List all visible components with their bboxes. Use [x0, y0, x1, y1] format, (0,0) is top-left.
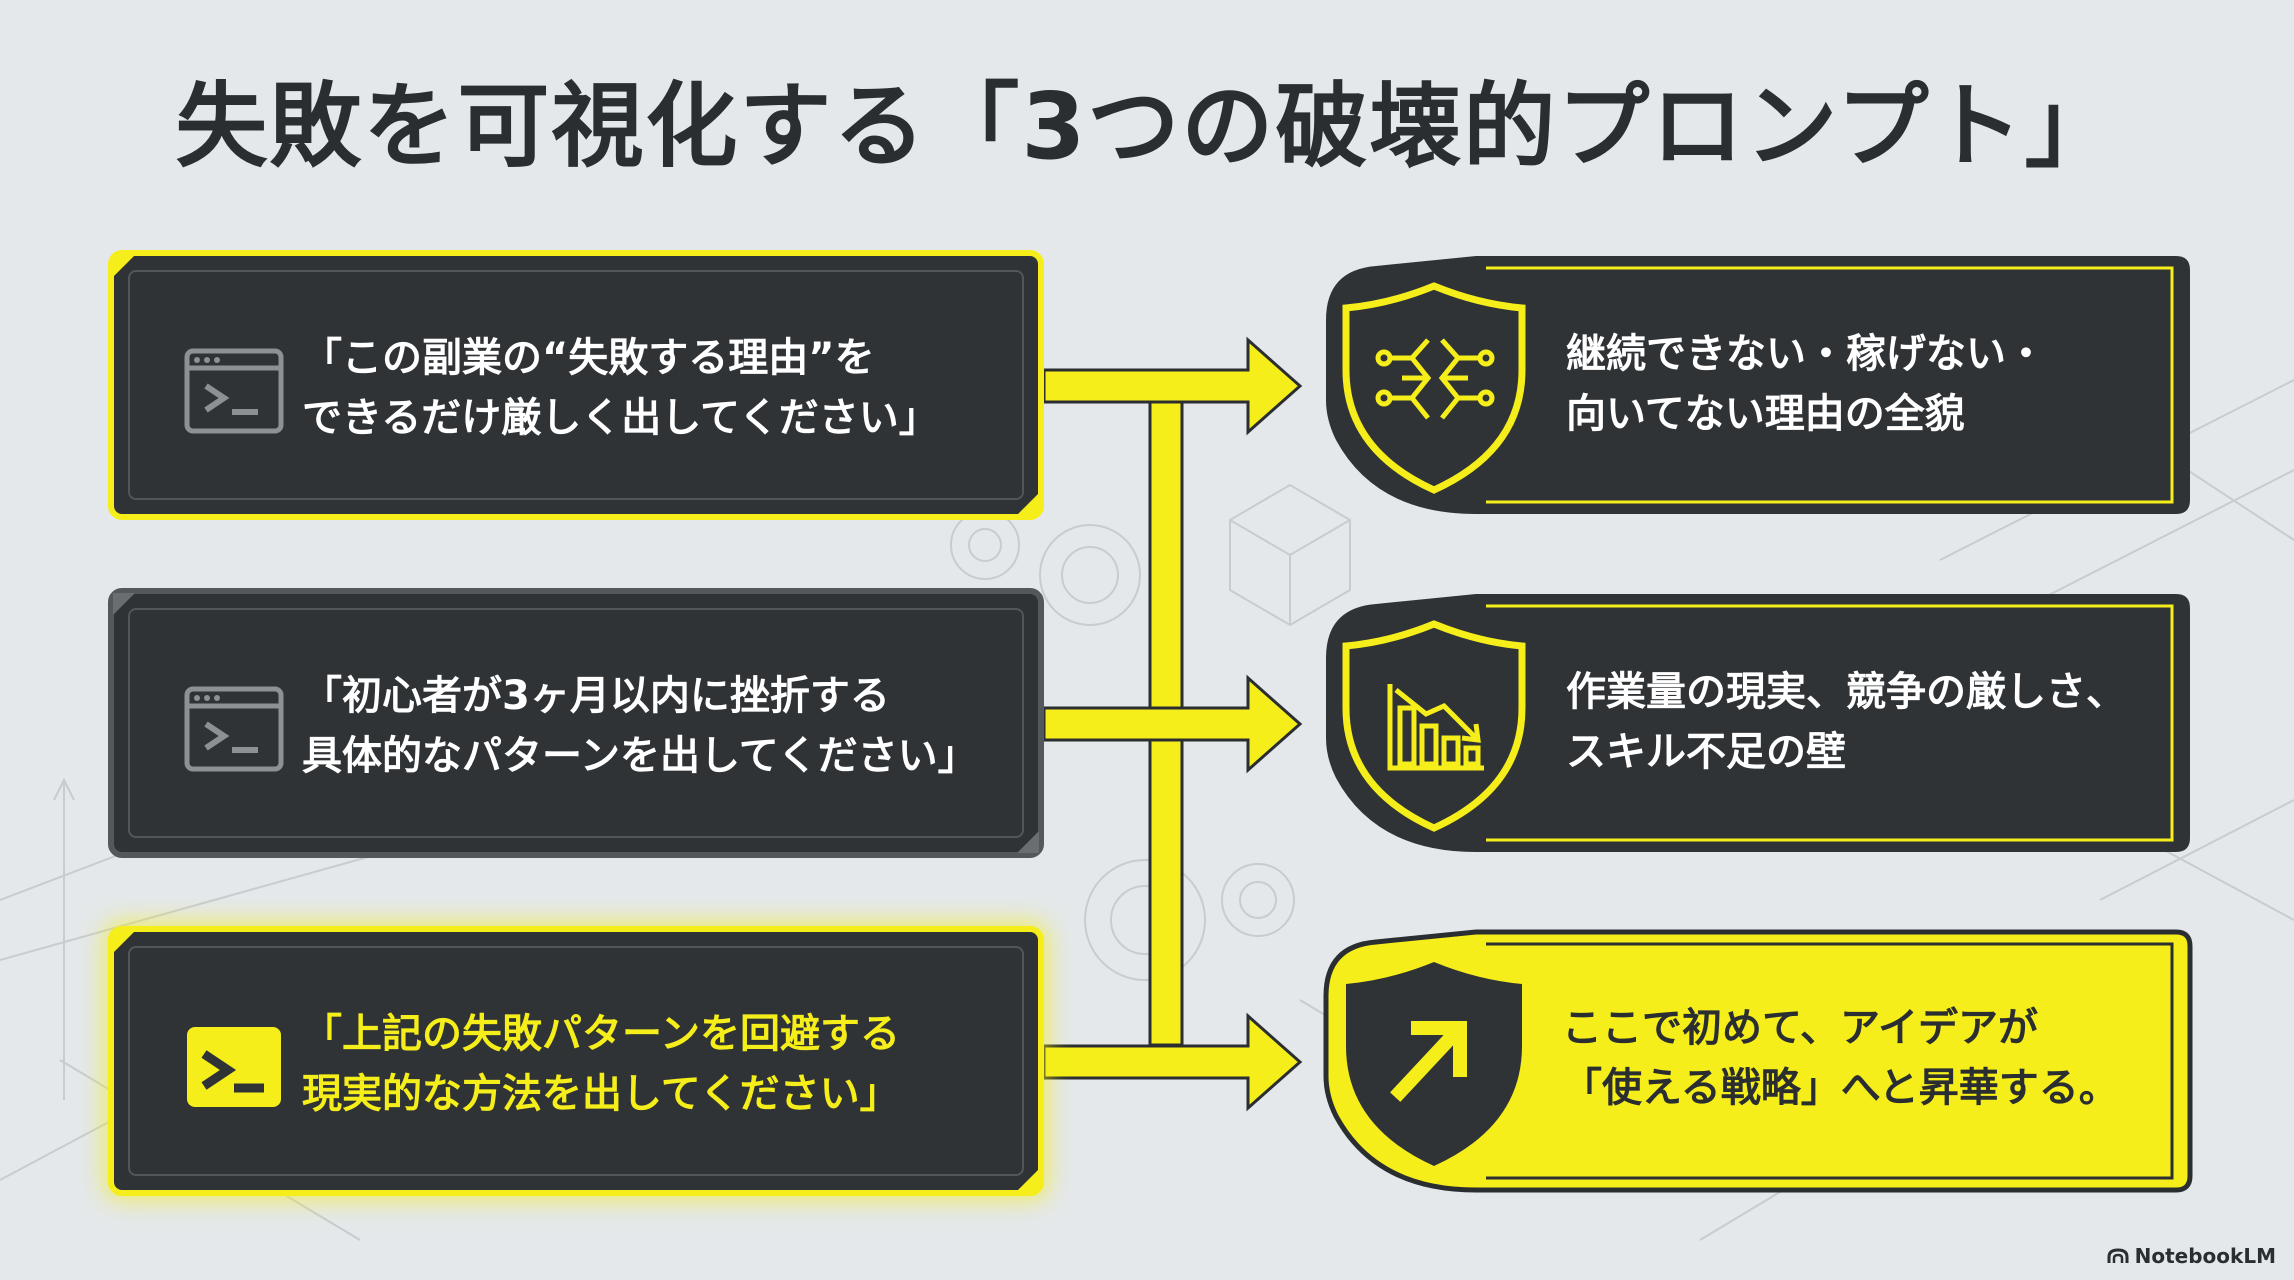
corner-accent: [1017, 493, 1039, 515]
result-line: 作業量の現実、競争の厳しさ、: [1566, 669, 2126, 715]
result-text: ここで初めて、アイデアが 「使える戦略」へと昇華する。: [1562, 998, 2182, 1118]
brand-label: NotebookLM: [2134, 1244, 2276, 1268]
prompt-line: 「上記の失敗パターンを回避する: [302, 1011, 900, 1057]
card-inner-frame: [128, 270, 1024, 500]
result-text: 継続できない・稼げない・ 向いてない理由の全貌: [1566, 324, 2186, 444]
declining-chart-icon: [1387, 684, 1484, 771]
result-card-3: ここで初めて、アイデアが 「使える戦略」へと昇華する。: [1316, 926, 2196, 1196]
card-inner-frame: [128, 608, 1024, 838]
result-card-shape: [1326, 256, 2190, 514]
result-line: ここで初めて、アイデアが: [1562, 1005, 2038, 1051]
result-text: 作業量の現実、競争の厳しさ、 スキル不足の壁: [1566, 662, 2186, 782]
notebooklm-logo-icon: [2107, 1248, 2129, 1263]
result-card-2: 作業量の現実、競争の厳しさ、 スキル不足の壁: [1316, 588, 2196, 858]
terminal-icon: [184, 348, 284, 434]
prompt-card-2: 「初心者が3ヶ月以内に挫折する 具体的なパターンを出してください」: [108, 588, 1044, 858]
result-line: 向いてない理由の全貌: [1566, 391, 1965, 437]
prompt-line: 「初心者が3ヶ月以内に挫折する: [302, 673, 890, 719]
circuit-icon: [1375, 338, 1495, 420]
result-line: 「使える戦略」へと昇華する。: [1562, 1065, 2119, 1111]
corner-accent: [113, 255, 135, 277]
result-line: 継続できない・稼げない・: [1566, 331, 2046, 377]
corner-accent: [1017, 1169, 1039, 1191]
page-title: 失敗を可視化する「3つの破壊的プロンプト」: [175, 73, 2119, 180]
corner-accent: [113, 931, 135, 953]
brand-watermark: NotebookLM: [2107, 1244, 2276, 1268]
result-card-shape: [1326, 594, 2190, 852]
prompt-text: 「上記の失敗パターンを回避する 現実的な方法を出してください」: [302, 1004, 1032, 1124]
prompt-line: できるだけ厳しく出してください」: [302, 395, 939, 441]
prompt-line: 具体的なパターンを出してください」: [302, 733, 978, 779]
corner-accent: [113, 593, 135, 615]
result-card-shape: [1323, 929, 2193, 1193]
up-arrow-icon: [1390, 1021, 1467, 1102]
prompt-text: 「この副業の“失敗する理由”を できるだけ厳しく出してください」: [302, 328, 1032, 448]
prompt-card-1: 「この副業の“失敗する理由”を できるだけ厳しく出してください」: [108, 250, 1044, 520]
card-inner-frame: [128, 946, 1024, 1176]
prompt-text: 「初心者が3ヶ月以内に挫折する 具体的なパターンを出してください」: [302, 666, 1032, 786]
result-card-1: 継続できない・稼げない・ 向いてない理由の全貌: [1316, 250, 2196, 520]
prompt-line: 「この副業の“失敗する理由”を: [302, 335, 875, 381]
prompt-line: 現実的な方法を出してください」: [302, 1071, 900, 1117]
prompt-card-3: 「上記の失敗パターンを回避する 現実的な方法を出してください」: [108, 926, 1044, 1196]
terminal-icon: [184, 686, 284, 772]
corner-accent: [1017, 831, 1039, 853]
result-line: スキル不足の壁: [1566, 729, 1846, 775]
terminal-icon: [187, 1027, 281, 1107]
